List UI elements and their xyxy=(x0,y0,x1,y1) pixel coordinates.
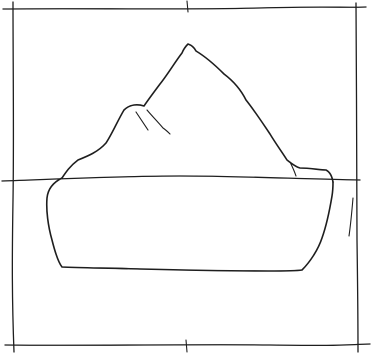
iceberg-crevice-1 xyxy=(136,112,148,130)
frame-left-edge xyxy=(12,2,14,352)
frame-bottom-tick xyxy=(186,340,187,352)
waterline xyxy=(2,176,360,181)
stray-mark-right xyxy=(349,198,353,236)
frame-bottom-edge xyxy=(5,344,370,345)
iceberg-underwater xyxy=(47,178,333,271)
iceberg-peak-outline xyxy=(62,44,333,182)
frame-top-tick xyxy=(187,1,188,12)
frame-top-edge xyxy=(3,7,366,9)
iceberg-peak xyxy=(62,44,333,182)
frame-right-edge xyxy=(356,3,358,352)
iceberg-crevice-2 xyxy=(147,110,170,134)
